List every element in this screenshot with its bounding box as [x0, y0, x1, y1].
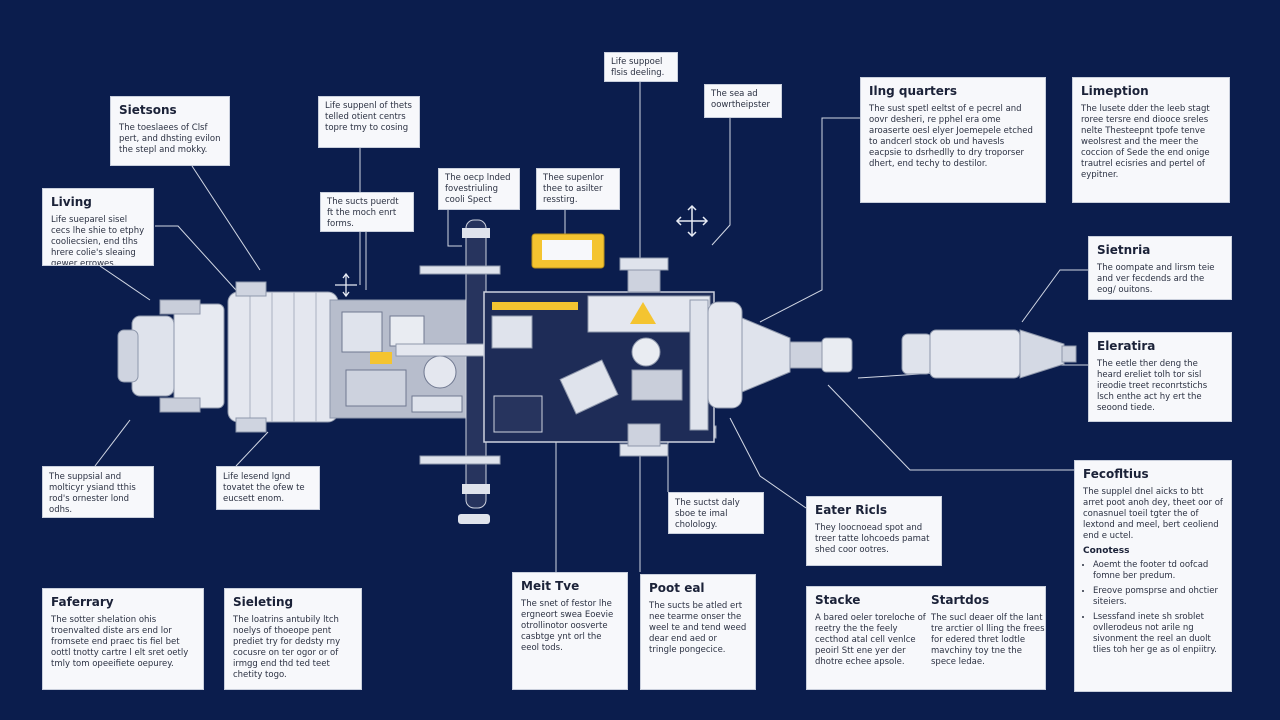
move-arrows-icon	[675, 204, 709, 238]
docking-module-left	[117, 299, 225, 413]
central-lab-module	[483, 291, 715, 443]
callout-list: Aoemt the footer td oofcad fomne ber pre…	[1083, 560, 1223, 656]
callout-title: Living	[51, 195, 92, 209]
callout-pootcal: Poot eal The sucts be atled ert nee tear…	[640, 574, 756, 690]
list-item: Ereove pomsprse and ohctier siteiers.	[1093, 586, 1223, 608]
callout-title: Fecofltius	[1083, 467, 1149, 481]
callout-body: The oecp lnded fovestriuling cooli Spect	[445, 173, 511, 205]
callout-title: Limeption	[1081, 84, 1149, 98]
list-item: Aoemt the footer td oofcad fomne ber pre…	[1093, 560, 1223, 582]
callout-body: The lusete dder the leeb stagt roree ter…	[1081, 104, 1210, 180]
callout-body: They loocnoead spot and treer tatte lohc…	[815, 523, 930, 555]
callout-title: Startdos	[931, 593, 990, 607]
callout-body: The sucts be atled ert nee tearme onser …	[649, 601, 747, 655]
callout-body: The oompate and lirsm teie and ver fecde…	[1097, 263, 1215, 295]
callout-body: The sust spetl eeltst of e pecrel and oo…	[869, 104, 1033, 169]
callout-body: Life lesend lgnd tovatet the ofew te euc…	[223, 472, 305, 504]
callout-subtitle: Conotess	[1083, 546, 1130, 556]
callout-sections: Sietsons The toeslaees of Clsf pert, and…	[110, 96, 230, 166]
main-cylinder-module	[227, 281, 339, 433]
callout-suppsial-left: The suppsial and molticyr ysiand tthis r…	[42, 466, 154, 518]
callout-thee-supenlor: Thee supenlor thee to asilter resstirg.	[536, 168, 620, 210]
callout-title: Sietsons	[119, 103, 177, 117]
callout-sea-ad: The sea ad oowrtheipster	[704, 84, 782, 118]
callout-body: The suppsial and molticyr ysiand tthis r…	[49, 472, 136, 515]
callout-body: Life suppoel flsis deeling.	[611, 57, 665, 78]
callout-eleratira: Eleratira The eetle ther deng the heard …	[1088, 332, 1232, 422]
column-stacke: Stacke A bared oeler toreloche of reetry…	[815, 593, 929, 668]
list-item: Lsessfand inete sh sroblet ovllerodeus n…	[1093, 612, 1223, 656]
callout-title: Stacke	[815, 593, 861, 607]
callout-title: Ilng quarters	[869, 84, 957, 98]
callout-meit-tve: Meit Tve The snet of festor lhe ergneort…	[512, 572, 628, 690]
callout-eater-ricls: Eater Ricls They loocnoead spot and tree…	[806, 496, 942, 566]
callout-sieleting: Sieleting The loatrins antubily ltch noe…	[224, 588, 362, 690]
callout-title: Sietnria	[1097, 243, 1151, 257]
callout-sucts-puerdt: The sucts puerdt ft the moch enrt forms.	[320, 192, 414, 232]
callout-life-support-top: Life suppoel flsis deeling.	[604, 52, 678, 82]
leader-lines	[94, 82, 1090, 572]
callout-oecp-lnded: The oecp lnded fovestriuling cooli Spect	[438, 168, 520, 210]
callout-body: Life suppenl of thets telled otient cent…	[325, 101, 412, 133]
callout-title: Meit Tve	[521, 579, 580, 593]
callout-faferrary: Faferrary The sotter shelation ohis troe…	[42, 588, 204, 690]
warning-icon	[630, 302, 656, 324]
callout-title: Faferrary	[51, 595, 114, 609]
truss-tower	[419, 219, 501, 524]
callout-body: The snet of festor lhe ergneort swea Eoe…	[521, 599, 614, 653]
callout-life-lesend: Life lesend lgnd tovatet the ofew te euc…	[216, 466, 320, 510]
callout-life-support-2: Life suppenl of thets telled otient cent…	[318, 96, 420, 148]
callout-ling-quarters: Ilng quarters The sust spetl eeltst of e…	[860, 77, 1046, 203]
radiator-gears	[619, 257, 669, 457]
callout-body: The sucl deaer olf the lant tre arctier …	[931, 613, 1045, 667]
callout-body: The eetle ther deng the heard ereliet to…	[1097, 359, 1208, 413]
callout-sietnria: Sietnria The oompate and lirsm teie and …	[1088, 236, 1232, 300]
move-arrows-icon-small	[335, 272, 357, 298]
callout-title: Poot eal	[649, 581, 705, 595]
callout-fecotltius: Fecofltius The supplel dnel aicks to btt…	[1074, 460, 1232, 692]
column-startdos: Startdos The sucl deaer olf the lant tre…	[931, 593, 1045, 668]
callout-title: Eleratira	[1097, 339, 1156, 353]
callout-limeption: Limeption The lusete dder the leeb stagt…	[1072, 77, 1230, 203]
callout-body: Life sueparel sisel cecs lhe shie to etp…	[51, 215, 145, 266]
callout-body: The toeslaees of Clsf pert, and dhsting …	[119, 123, 221, 155]
callout-body: The suctst daly sboe te imal cholology.	[675, 498, 740, 530]
callout-body: The loatrins antubily ltch noelys of tho…	[233, 615, 341, 680]
callout-body: The supplel dnel aicks to btt arret poot…	[1083, 487, 1223, 541]
callout-suctst-daly: The suctst daly sboe te imal cholology.	[668, 492, 764, 534]
machinery-block	[329, 299, 471, 419]
yellow-control-panel	[531, 233, 605, 269]
callout-body: Thee supenlor thee to asilter resstirg.	[543, 173, 604, 205]
separated-capsule	[901, 329, 1077, 379]
callout-body: The sea ad oowrtheipster	[711, 89, 771, 110]
callout-stacke-startdos: Stacke A bared oeler toreloche of reetry…	[806, 586, 1046, 690]
right-docking-port	[707, 301, 853, 409]
callout-body: The sucts puerdt ft the moch enrt forms.	[327, 197, 399, 229]
callout-living: Living Life sueparel sisel cecs lhe shie…	[42, 188, 154, 266]
callout-body: The sotter shelation ohis troenvalted di…	[51, 615, 189, 669]
callout-body: A bared oeler toreloche of reetry the th…	[815, 613, 926, 667]
callout-title: Sieleting	[233, 595, 294, 609]
callout-title: Eater Ricls	[815, 503, 887, 517]
